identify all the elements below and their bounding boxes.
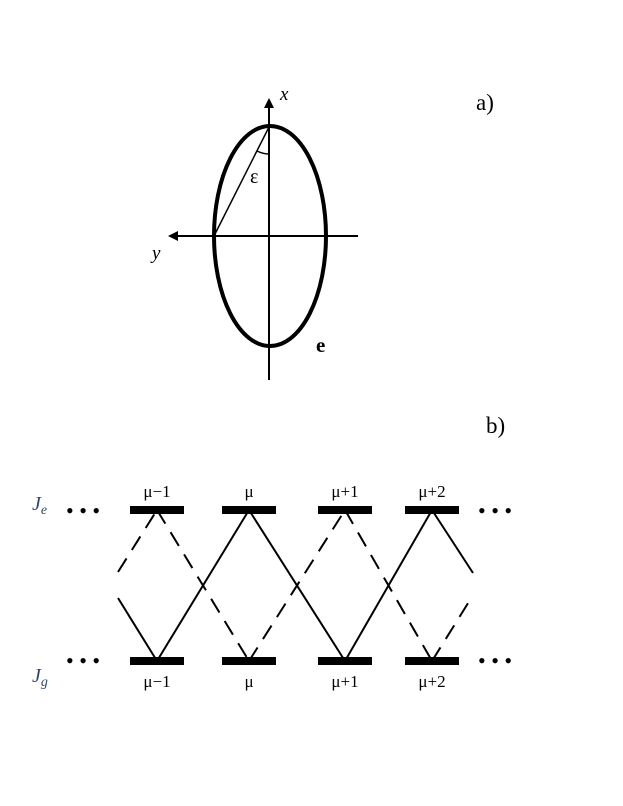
dashed-transitions <box>117 509 471 662</box>
lower-sublevel-label: μ+2 <box>418 672 445 691</box>
upper-sublevel-label: μ+2 <box>418 482 445 501</box>
dashed-transition-line <box>431 599 471 662</box>
lower-right-ellipsis: • • • <box>478 648 512 673</box>
angle-arc <box>256 150 270 155</box>
x-axis-label: x <box>279 84 289 105</box>
upper-sublevel-label: μ <box>244 482 253 501</box>
panel-a-label: a) <box>476 90 494 115</box>
solid-transition-line <box>431 509 474 574</box>
polarization-ellipse-panel: x y ε e a) <box>150 84 494 380</box>
lower-sublevel-label: μ <box>244 672 253 691</box>
dashed-transition-line <box>248 509 346 662</box>
lower-sublevel-label: μ−1 <box>143 672 170 691</box>
y-axis-label: y <box>150 243 161 264</box>
upper-level-label: Je <box>32 493 47 518</box>
lower-level-label: Jg <box>32 665 48 690</box>
lower-sublevel-label: μ+1 <box>331 672 358 691</box>
dashed-transition-line <box>344 509 433 662</box>
upper-sublevel-label: μ−1 <box>143 482 170 501</box>
upper-left-ellipsis: • • • <box>66 498 100 523</box>
ellipticity-line <box>213 126 270 237</box>
vector-label: e <box>316 333 325 357</box>
upper-right-ellipsis: • • • <box>478 498 512 523</box>
solid-transition-line <box>117 597 158 662</box>
lower-left-ellipsis: • • • <box>66 648 100 673</box>
upper-sublevel-label: μ+1 <box>331 482 358 501</box>
panel-b-label: b) <box>486 413 505 438</box>
angle-label: ε <box>250 166 258 188</box>
dashed-transition-line <box>117 509 158 573</box>
sublevel-transition-panel: b) Je Jg • • • • • • • • • • • • μ−1 μ μ… <box>32 413 512 691</box>
dashed-transition-line <box>156 509 250 662</box>
